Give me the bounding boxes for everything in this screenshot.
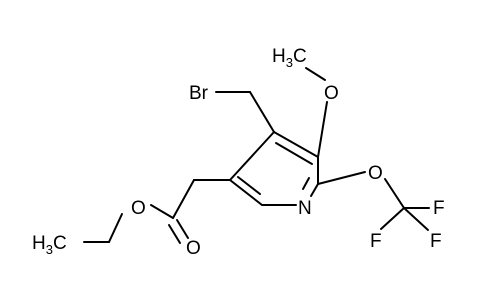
- bond-ring-c4-c3-inner: [275, 142, 313, 165]
- bond-c2-o-ocf3: [317, 171, 366, 185]
- atom-ch3-ethyl: H3C: [32, 233, 67, 257]
- bond-ring-c4-c3: [273, 131, 319, 158]
- atom-labels: Br H3C O O F F F N O O H3C: [32, 46, 445, 259]
- atom-o-ester: O: [131, 198, 146, 219]
- atom-ch3-methoxy-subscript: 3: [286, 55, 293, 70]
- atom-ch3-methoxy-h: H: [272, 46, 286, 67]
- atom-o-ocf3: O: [368, 163, 383, 184]
- bond-o-methoxy-ch3: [305, 67, 326, 81]
- bond-ring-c6-c5: [229, 179, 263, 206]
- bond-c3-o-methoxy: [317, 101, 328, 158]
- atom-f-3: F: [430, 231, 442, 252]
- bond-ring-c5-c4: [229, 131, 275, 181]
- bond-ch2-c-carbonyl: [172, 179, 195, 219]
- bond-c-o-double-2: [168, 224, 181, 244]
- atom-ch3-ethyl-subscript: 3: [46, 242, 53, 257]
- bond-o-ocf3-cf3: [384, 178, 405, 209]
- bonds: [83, 67, 430, 244]
- atom-f-1: F: [433, 198, 445, 219]
- atom-o-methoxy: O: [324, 83, 339, 104]
- atom-ch3-ethyl-c: C: [53, 233, 67, 254]
- atom-ch3-ethyl-h: H: [32, 233, 46, 254]
- bond-o-ester-ch2: [108, 213, 123, 243]
- atom-ch3-methoxy: H3C: [272, 46, 307, 70]
- bond-c4-ch2: [249, 91, 275, 133]
- bond-ring-c2-n: [310, 183, 319, 197]
- bond-c-o-double-1: [176, 219, 189, 239]
- bond-ring-c2-n-inner: [302, 177, 310, 190]
- bond-ring-c6-c5-inner: [237, 176, 261, 195]
- atom-o-carbonyl: O: [186, 238, 201, 259]
- atom-n-ring: N: [298, 198, 312, 219]
- atom-ch3-methoxy-c: C: [293, 46, 307, 67]
- bond-cf3-f3: [403, 207, 429, 231]
- bond-cf3-f2: [380, 207, 405, 230]
- atom-br: Br: [189, 83, 209, 104]
- bond-c-o-ester: [150, 204, 174, 219]
- atom-f-2: F: [370, 231, 382, 252]
